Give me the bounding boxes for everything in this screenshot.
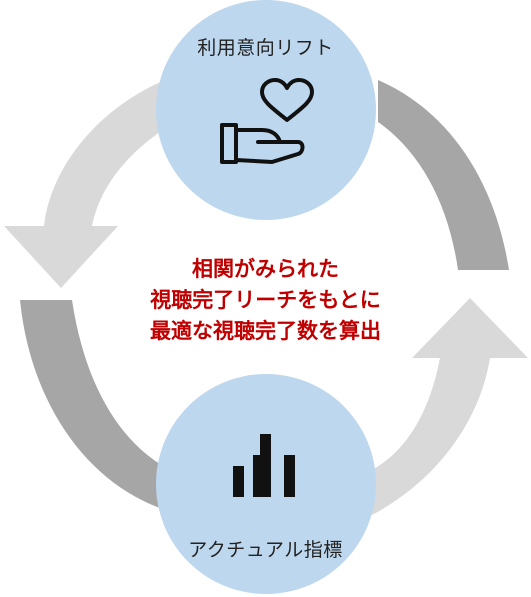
- bottom-node-label: アクチュアル指標: [188, 539, 343, 561]
- center-line-2: 視聴完了リーチをもとに: [150, 288, 381, 312]
- center-line-3: 最適な視聴完了数を算出: [150, 319, 381, 343]
- bar-chart-icon: [233, 434, 295, 497]
- center-text: 相関がみられた 視聴完了リーチをもとに 最適な視聴完了数を算出: [0, 254, 531, 347]
- arrow-left-down: [4, 80, 172, 288]
- arc-left-bottom: [20, 300, 160, 508]
- hand-holding-heart-icon: [220, 78, 314, 164]
- arc-right-top: [378, 80, 509, 270]
- arrow-right-up: [372, 298, 528, 515]
- top-circle: [156, 0, 376, 220]
- center-line-1: 相関がみられた: [192, 257, 339, 281]
- top-node-label: 利用意向リフト: [197, 37, 334, 59]
